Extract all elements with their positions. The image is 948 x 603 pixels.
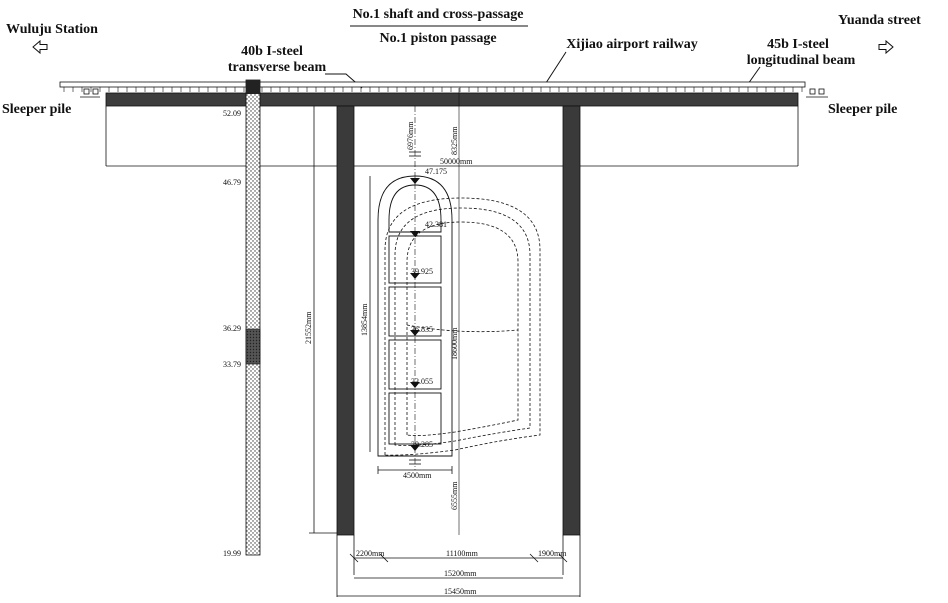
beam-45b-label-line1: 45b I-steel [767, 37, 829, 52]
hollow-arrow-left-icon [32, 39, 48, 55]
dimension-18600: 18600mm [450, 327, 459, 360]
cross-passage-outline [377, 175, 453, 457]
dimension-1900: 1900mm [538, 549, 567, 558]
beam-45b-leader [747, 66, 761, 85]
xijiao-railway-label: Xijiao airport railway [566, 37, 697, 52]
level-42-381: 42.381 [425, 220, 447, 229]
level-markers [410, 178, 420, 451]
yuanda-street-label: Yuanda street [838, 13, 921, 28]
borehole-column [245, 79, 261, 556]
railway-deck [59, 81, 806, 107]
shaft-left-wall [336, 105, 355, 536]
shaft-right-wall [562, 105, 581, 536]
elevation-52-09: 52.09 [223, 109, 241, 118]
dimension-13854: 13854mm [360, 303, 369, 336]
level-39-925: 39.925 [411, 267, 433, 276]
elevation-46-79: 46.79 [223, 178, 241, 187]
dimension-2200: 2200mm [356, 549, 385, 558]
sleeper-pile-left-label: Sleeper pile [2, 102, 71, 117]
wuluju-station-label: Wuluju Station [6, 22, 98, 37]
dimension-6555: 6555mm [450, 481, 459, 510]
elevation-19-99: 19.99 [223, 549, 241, 558]
level-36-835: 36.835 [411, 325, 433, 334]
beam-40b-label-line1: 40b I-steel [241, 44, 303, 59]
dimension-50000: 50000mm [440, 157, 473, 166]
dimension-15200: 15200mm [444, 569, 477, 578]
beam-40b-label-line2: transverse beam [228, 60, 327, 75]
level-47-175: 47.175 [425, 167, 447, 176]
dimension-6976: 6976mm [406, 121, 415, 150]
xijiao-leader [543, 51, 567, 87]
hollow-arrow-right-icon [878, 39, 894, 55]
dimension-11100: 11100mm [446, 549, 479, 558]
dimension-21552: 21552mm [304, 311, 313, 344]
dimension-8325: 8325mm [450, 126, 459, 155]
dimension-15450: 15450mm [444, 587, 477, 596]
sleeper-pile-right-label: Sleeper pile [828, 102, 897, 117]
title-line1: No.1 shaft and cross-passage [353, 7, 524, 22]
dimension-4500: 4500mm [403, 471, 432, 480]
level-29-285: 29.285 [411, 440, 433, 449]
level-33-055: 33.055 [411, 377, 433, 386]
elevation-33-79: 33.79 [223, 360, 241, 369]
beam-45b-label-line2: longitudinal beam [747, 53, 856, 68]
sleeper-pile-left [80, 88, 100, 98]
longitudinal-beam [105, 92, 799, 107]
elevation-36-29: 36.29 [223, 324, 241, 333]
title-line2: No.1 piston passage [379, 31, 496, 46]
bottom-dimension-lines [336, 535, 581, 597]
sleeper-pile-right [806, 88, 828, 98]
piston-passage-outline [384, 197, 541, 456]
